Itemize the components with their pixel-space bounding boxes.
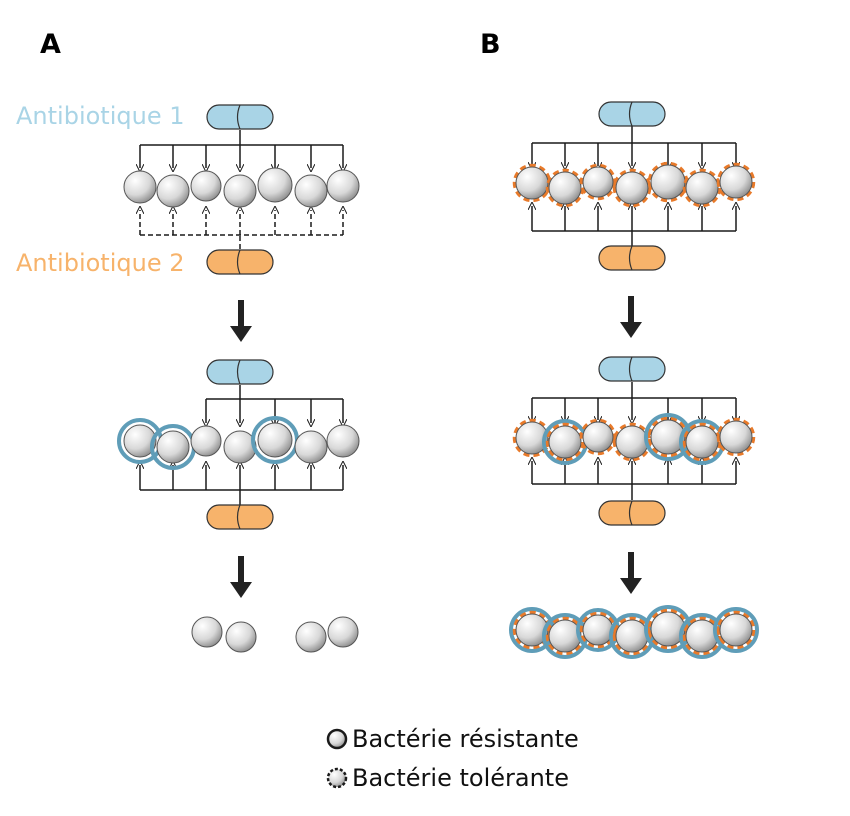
a-row1-top-fan <box>140 130 343 168</box>
resistant-bacterium <box>150 424 196 470</box>
a-arrow-2 <box>230 556 252 598</box>
bacterium <box>190 170 222 202</box>
b-row1-top-fan <box>532 126 736 166</box>
bacterium <box>156 174 190 208</box>
a-row1-antibiotic-2-pill <box>206 249 274 275</box>
tolerant-resistant-bacterium <box>713 607 759 653</box>
b-arrow-1 <box>620 296 642 338</box>
panel-b-letter: B <box>480 29 501 60</box>
bacterium <box>190 425 222 457</box>
antibiotic-1-label: Antibiotique 1 <box>16 102 184 130</box>
resistant-bacterium <box>117 418 163 464</box>
b-arrow-2 <box>620 552 642 594</box>
b-row1-antibiotic-2-pill <box>598 245 666 271</box>
b-row2-antibiotic-2-pill <box>598 500 666 526</box>
tolerant-bacterium <box>612 168 652 208</box>
tolerant-resistant-bacterium <box>679 613 725 659</box>
bacterium <box>327 616 359 648</box>
tolerant-resistant-bacterium <box>679 419 725 465</box>
tolerant-bacterium <box>612 422 652 462</box>
tolerant-bacterium <box>579 163 617 201</box>
tolerant-resistant-bacterium <box>542 419 588 465</box>
tolerant-bacterium <box>512 163 552 203</box>
antibiotic-pills <box>206 101 666 530</box>
bacterium <box>295 621 327 653</box>
b-row2-bottom-fan <box>532 461 736 500</box>
bacterium <box>191 616 223 648</box>
panel-a-letter: A <box>40 29 61 60</box>
antibiotic-2-label: Antibiotique 2 <box>16 249 184 277</box>
legend-resistant-label: Bactérie résistante <box>352 725 579 753</box>
bacteria-cells <box>117 161 759 659</box>
bacterium <box>123 170 157 204</box>
bacterium <box>257 167 293 203</box>
a-row2-antibiotic-2-pill <box>206 504 274 530</box>
bacterium <box>294 430 328 464</box>
bacterium <box>326 169 360 203</box>
step-arrows <box>230 296 642 598</box>
bacterium <box>223 430 257 464</box>
legend-tolerant-label: Bactérie tolérante <box>352 764 569 792</box>
b-row2-antibiotic-1-pill <box>598 356 666 382</box>
tolerant-bacterium <box>579 418 617 456</box>
b-row2-top-fan <box>532 382 736 420</box>
bacterium <box>326 424 360 458</box>
resistant-bacterium <box>251 416 299 464</box>
tolerant-bacterium <box>647 161 689 203</box>
legend: Bactérie résistante Bactérie tolérante <box>326 725 579 792</box>
bacterium <box>223 174 257 208</box>
tolerant-bacterium <box>716 162 756 202</box>
b-row1-bottom-fan <box>532 206 736 246</box>
a-row1-antibiotic-1-pill <box>206 104 274 130</box>
legend-resistant-icon <box>326 728 348 750</box>
tolerant-bacterium <box>682 168 722 208</box>
tolerant-bacterium <box>716 417 756 457</box>
a-row2-bottom-fan <box>140 465 343 505</box>
connector-lines <box>140 126 736 505</box>
bacterium <box>294 174 328 208</box>
a-arrow-1 <box>230 300 252 342</box>
b-row1-antibiotic-1-pill <box>598 101 666 127</box>
a-row2-antibiotic-1-pill <box>206 359 274 385</box>
a-row1-bottom-fan <box>140 210 343 249</box>
tolerant-bacterium <box>545 168 585 208</box>
legend-tolerant-icon <box>326 767 348 789</box>
bacterium <box>225 621 257 653</box>
a-row2-top-fan <box>206 385 343 423</box>
